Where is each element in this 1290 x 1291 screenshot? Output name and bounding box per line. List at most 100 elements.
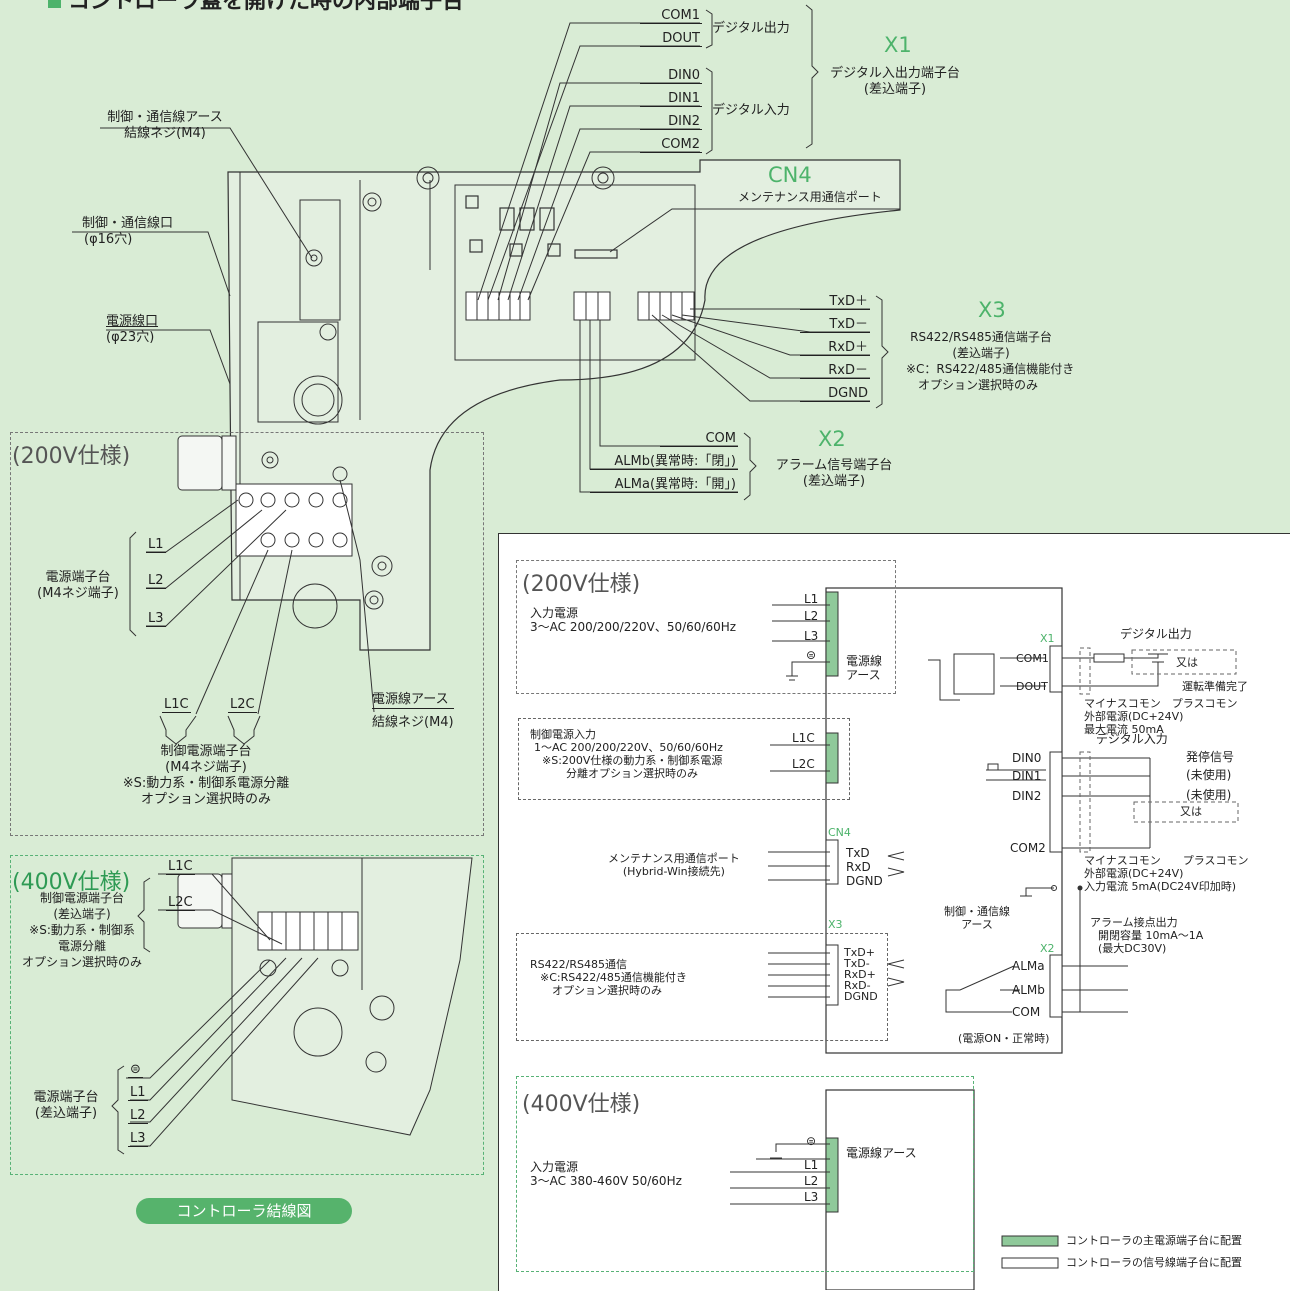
sch-out-spec: マイナスコモン プラスコモン外部電源(DC+24V)最大電流 50mA [1084,697,1238,736]
spec400-terminal-l1: L1 [128,1085,148,1101]
wiring-diagram-label: コントローラ結線図 [136,1198,352,1224]
sch-digital-in: デジタル入力 [1096,732,1168,746]
legend-main-tb: コントローラの主電源端子台に配置 [1066,1234,1242,1247]
x1-terminal-din2: DIN2 [640,114,702,130]
spec400-terminal-earth: ⊜ [128,1062,143,1078]
cn4-desc: メンテナンス用通信ポート [738,190,882,204]
x1-terminal-dout: DOUT [640,31,702,47]
sch-x2-com: COM [1012,1005,1041,1019]
sch-x3-rxd-plus: RxD+ [844,968,876,981]
schematic-panel [498,533,1290,1291]
spec400-terminal-l2c: L2C [166,895,195,911]
sch-400-heading: (400V仕様) [522,1092,641,1117]
sch-sig-unused-2: (未使用) [1186,788,1232,802]
digital-output-label: デジタル出力 [712,21,790,36]
sch-din0: DIN0 [1012,751,1042,765]
x3-terminal-txd-plus: TxD＋ [800,294,870,310]
sch-l1c: L1C [792,731,815,745]
power-tb-400-label: 電源端子台(差込端子) [33,1090,99,1121]
sch-200-l1: L1 [804,592,819,606]
spec200-terminal-l3: L3 [146,611,166,627]
sch-400-l1: L1 [804,1158,819,1172]
x2-terminal-almb: ALMb(異常時:「閉」) [590,454,738,470]
x3-terminal-rxd-plus: RxD＋ [800,340,870,356]
sch-x1-dout: DOUT [1016,680,1048,693]
sch-x3-rxd-minus: RxD- [844,979,871,992]
spec200-section [10,432,484,836]
sch-or-text-1: 又は [1176,656,1198,669]
spec400-section [10,855,484,1175]
x2-title: X2 [818,427,846,451]
sch-x3-label: X3 [828,918,843,931]
sch-200-l3: L3 [804,629,819,643]
x2-terminal-alma: ALMa(異常時:「開」) [590,477,738,493]
sch-ctrl-power-section [518,718,850,800]
x1-terminal-com1: COM1 [640,8,702,24]
sch-cn4-rxd: RxD [846,860,871,874]
sch-400-earth-label: 電源線アース [846,1146,917,1160]
spec200-heading: (200V仕様) [12,444,131,469]
sch-x3-desc: RS422/RS485通信※C:RS422/485通信機能付きオプション選択時の… [530,958,687,997]
sch-ctrl-power-desc: 制御電源入力 1～AC 200/200/220V、50/60/60Hz ※S:2… [530,728,723,780]
sch-200-earth-label: 電源線アース [846,654,883,682]
x3-terminal-txd-minus: TxD－ [800,317,870,333]
page-title: コントローラ蓋を開けた時の内部端子台 [68,0,465,14]
power-tb-200-label: 電源端子台(M4ネジ端子) [37,570,119,601]
x1-desc: デジタル入出力端子台(差込端子) [830,66,960,97]
spec200-terminal-l2c: L2C [228,697,257,713]
sch-in-spec: マイナスコモン プラスコモン外部電源(DC+24V)入力電流 5mA(DC24V… [1084,854,1249,893]
sch-l2c: L2C [792,757,815,771]
spec200-terminal-l1: L1 [146,537,166,553]
legend-signal-tb: コントローラの信号線端子台に配置 [1066,1256,1242,1269]
x3-terminal-dgnd: DGND [800,386,870,402]
sch-cn4-dgnd: DGND [846,874,883,888]
sch-ctrl-earth: 制御・通信線アース [944,905,1010,931]
sch-ready: 運転準備完了 [1182,680,1248,693]
sch-digital-out: デジタル出力 [1120,627,1192,641]
sch-din2: DIN2 [1012,789,1042,803]
sch-200-heading: (200V仕様) [522,572,641,597]
sch-cn4-txd: TxD [846,846,870,860]
sch-x3-txd-minus: TxD- [844,957,870,970]
x3-desc: RS422/RS485通信端子台 (差込端子) ※C：RS422/485通信機能… [906,330,1075,392]
sch-x1-com1: COM1 [1016,652,1049,665]
sch-x2-alma: ALMa [1012,959,1045,973]
sch-x2-state: (電源ON・正常時) [958,1032,1050,1045]
sch-x2-almb: ALMb [1012,983,1045,997]
x3-title: X3 [978,298,1006,322]
x1-terminal-din0: DIN0 [640,68,702,84]
sch-x3-section [516,933,888,1041]
x3-terminal-rxd-minus: RxD－ [800,363,870,379]
spec400-terminal-l2: L2 [128,1108,148,1124]
ctrl-tb-200-label: 制御電源端子台(M4ネジ端子) ※S:動力系・制御系電源分離オプション選択時のみ [122,744,290,807]
x2-desc: アラーム信号端子台(差込端子) [775,458,893,489]
sch-400-l3: L3 [804,1190,819,1204]
spec400-terminal-l3: L3 [128,1131,148,1147]
comm-port-label: 制御・通信線口(φ16穴) [82,216,174,247]
power-earth-screw-label: 電源線アース結線ネジ(M4) [372,692,454,730]
digital-input-label: デジタル入力 [712,103,790,118]
spec400-terminal-l1c: L1C [166,859,195,875]
sch-x3-dgnd: DGND [844,990,878,1003]
sch-sig-unused-1: (未使用) [1186,768,1232,782]
sch-din1: DIN1 [1012,769,1042,783]
x1-terminal-com2: COM2 [640,137,702,153]
x1-terminal-din1: DIN1 [640,91,702,107]
sch-cn4-label: CN4 [828,826,851,839]
sch-200-earth-symbol: ⊜ [806,648,817,662]
earth-screw-label: 制御・通信線アース結線ネジ(M4) [107,110,223,141]
sch-or-text-2: 又は [1180,805,1202,818]
x2-terminal-com: COM [660,431,738,447]
sch-x3-txd-plus: TxD+ [844,946,875,959]
sch-400-section [516,1076,974,1272]
x1-title: X1 [884,33,912,57]
sch-400-earth-symbol: ⊜ [806,1134,817,1148]
sch-200-l2: L2 [804,609,819,623]
sch-x1-label: X1 [1040,632,1055,645]
power-port-label: 電源線口(φ23穴) [106,314,159,345]
sch-x2-alarm: アラーム接点出力開閉容量 10mA～1A(最大DC30V) [1090,916,1204,955]
sch-400-l2: L2 [804,1174,819,1188]
